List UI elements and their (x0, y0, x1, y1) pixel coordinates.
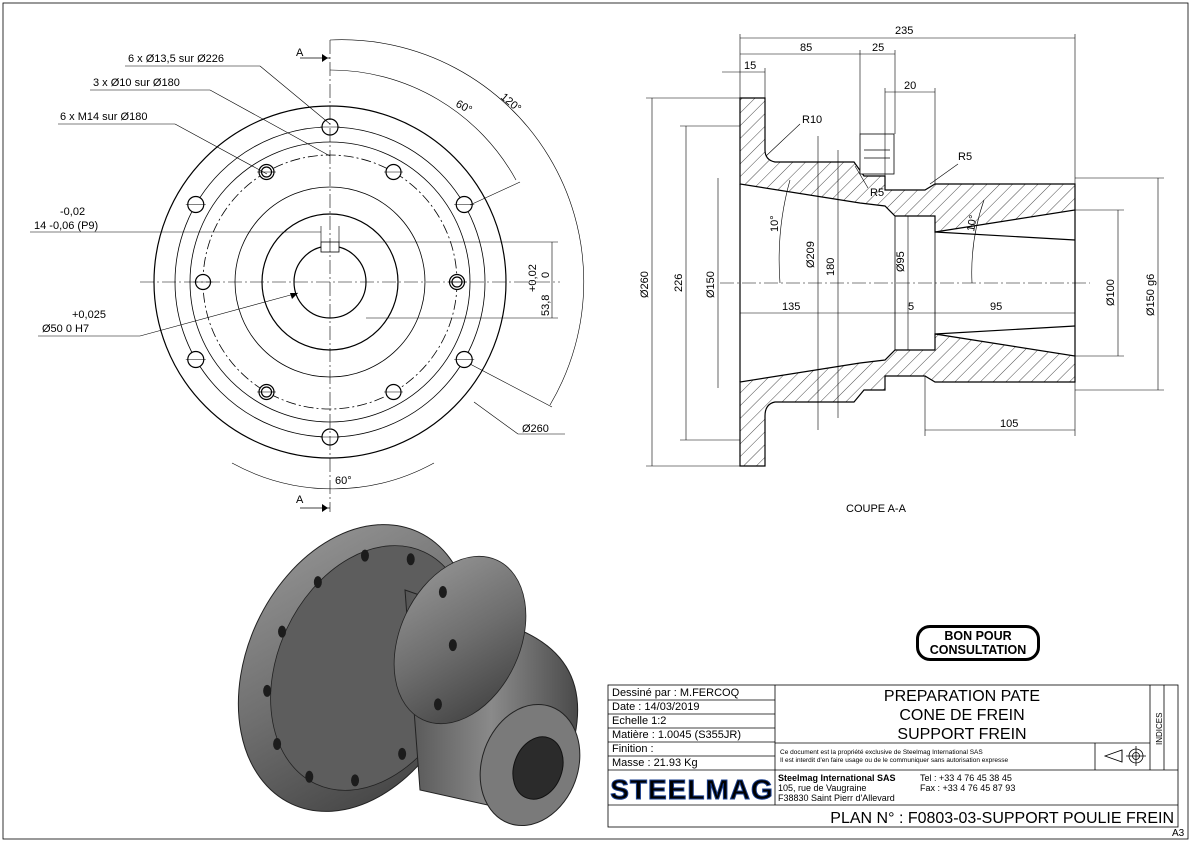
iso-bolt-hole (273, 738, 282, 751)
section-mark-top: A (296, 47, 304, 59)
iso-bolt-hole (278, 625, 287, 638)
dim-diameter-100: Ø100 (1105, 279, 1117, 306)
tb-material: Matière : 1.0045 (S355JR) (612, 729, 741, 741)
dim-step-width: 20 (904, 80, 916, 92)
section-mark-bottom: A (296, 494, 304, 506)
stamp-line1: BON POUR (944, 629, 1012, 643)
steelmag-logo: STEELMAG (610, 774, 774, 806)
tb-plan-number: PLAN N° : F0803-03-SUPPORT POULIE FREIN (830, 810, 1174, 827)
tb-address-line1: 105, rue de Vaugraine (778, 783, 866, 793)
dim-pcd-226: 226 (673, 274, 685, 292)
iso-bolt-hole (313, 576, 322, 589)
tb-mass: Masse : 21.93 Kg (612, 757, 698, 769)
iso-bolt-hole (448, 639, 457, 652)
dim-105: 105 (1000, 418, 1018, 430)
angle-10-right: 10° (965, 214, 980, 232)
keyway-width-label: 14 -0,06 (P9) (34, 220, 98, 232)
bore-diameter-label: Ø50 0 H7 (42, 323, 89, 335)
dim-95: 95 (990, 301, 1002, 313)
tb-address-line2: F38830 Saint Pierr d'Allevard (778, 793, 895, 803)
radius-r5-groove: R5 (870, 187, 884, 199)
angle-120: 120° (498, 91, 523, 115)
tb-sheet-size: A3 (1172, 828, 1185, 839)
angle-60-bottom: 60° (335, 475, 352, 487)
callout-pin-holes: 3 x Ø10 sur Ø180 (93, 77, 180, 89)
iso-bolt-hole (263, 684, 272, 697)
iso-bolt-hole (360, 549, 369, 562)
tb-indices: INDICES (1155, 713, 1164, 745)
iso-bolt-hole (433, 698, 442, 711)
stamp-line2: CONSULTATION (929, 643, 1027, 657)
tb-fax: Fax : +33 4 76 45 87 93 (920, 783, 1015, 793)
dim-5: 5 (908, 301, 914, 313)
dim-flange-diameter: Ø260 (639, 271, 651, 298)
section-title: COUPE A-A (846, 503, 907, 515)
tb-legal-line2: Il est interdit d'en faire usage ou de l… (780, 757, 1009, 764)
keyway-tolerance-upper: -0,02 (60, 206, 85, 218)
iso-bolt-hole (305, 770, 314, 783)
keyway-depth-zero: 0 (540, 272, 552, 278)
title-block: Dessiné par : M.FERCOQ Date : 14/03/2019… (607, 684, 1185, 839)
tb-date: Date : 14/03/2019 (612, 701, 699, 713)
tb-company-name: Steelmag International SAS (778, 773, 896, 783)
consultation-stamp: BON POUR CONSULTATION (916, 625, 1040, 661)
tb-title-line3: SUPPORT FREIN (897, 726, 1026, 743)
tb-company-logo: STEELMAG (610, 774, 774, 805)
dim-diameter-95: Ø95 (895, 251, 907, 272)
tb-title-line2: CONE DE FREIN (899, 707, 1024, 724)
bore-tolerance-upper: +0,025 (72, 309, 106, 321)
keyway-depth-tolerance: +0,02 (527, 264, 539, 292)
dim-diameter-209: Ø209 (805, 241, 817, 268)
iso-bolt-hole (406, 553, 415, 566)
callout-through-holes: 6 x Ø13,5 sur Ø226 (128, 53, 224, 65)
front-view: A A 60° 120° 60° 6 x Ø13,5 sur Ø226 3 x … (30, 39, 585, 512)
projection-symbol-icon (1103, 746, 1146, 766)
dim-diameter-150-left: Ø150 (705, 271, 717, 298)
angle-60-top: 60° (454, 98, 474, 116)
tb-scale: Echelle 1:2 (612, 715, 666, 727)
dim-flange-thickness: 15 (744, 60, 756, 72)
tb-phone: Tel : +33 4 76 45 38 45 (920, 773, 1012, 783)
iso-bolt-hole (351, 774, 360, 787)
keyway-depth-label: 53,8 (540, 295, 552, 316)
isometric-view (237, 524, 581, 827)
dim-groove-width: 25 (872, 42, 884, 54)
outer-diameter-label: Ø260 (522, 423, 549, 435)
tb-drawn-by: Dessiné par : M.FERCOQ (612, 687, 740, 699)
callout-tapped-holes: 6 x M14 sur Ø180 (60, 111, 147, 123)
iso-bolt-hole (398, 747, 407, 760)
tb-finish: Finition : (612, 743, 654, 755)
iso-bolt-hole (438, 585, 447, 598)
tb-title-line1: PREPARATION PATE (884, 688, 1040, 705)
dim-diameter-150-g6: Ø150 g6 (1145, 274, 1157, 316)
dim-flange-to-groove: 85 (800, 42, 812, 54)
dim-overall-length: 235 (895, 25, 913, 37)
radius-r10: R10 (802, 114, 822, 126)
tb-legal-line1: Ce document est la propriété exclusive d… (780, 749, 983, 756)
angle-10-left: 10° (769, 215, 781, 232)
dim-135: 135 (782, 301, 800, 313)
dim-pcd-180: 180 (825, 258, 837, 276)
section-view: 235 85 25 15 20 R10 R5 R5 10° 10° Ø260 2… (639, 25, 1164, 515)
radius-r5-right: R5 (958, 151, 972, 163)
